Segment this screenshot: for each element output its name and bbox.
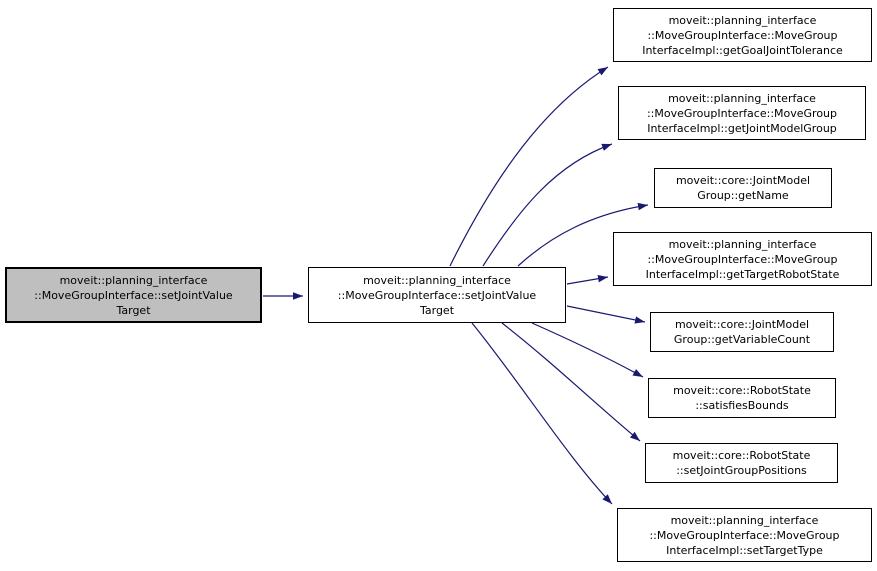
node-get-variable-count[interactable]: moveit::core::JointModel Group::getVaria… [650,312,834,352]
node-set-joint-group-positions[interactable]: moveit::core::RobotState ::setJointGroup… [645,443,838,483]
node-joint-model-group-get-name[interactable]: moveit::core::JointModel Group::getName [654,168,832,208]
node-label-line: ::MoveGroupInterface::setJointValue [337,288,537,302]
node-set-joint-value-target-impl[interactable]: moveit::planning_interface ::MoveGroupIn… [308,267,566,323]
edge-setJointValueTargetImpl-to-setTargetType [471,322,613,505]
node-label-line: ::satisfiesBounds [695,399,789,412]
node-label-line: Target [419,303,455,317]
node-label-line: ::setJointGroupPositions [676,464,807,477]
node-label-line: ::MoveGroupInterface::MoveGroup [646,106,838,120]
node-satisfies-bounds[interactable]: moveit::core::RobotState ::satisfiesBoun… [648,378,836,418]
node-label-line: ::MoveGroupInterface::MoveGroup [647,28,838,42]
node-label-line: InterfaceImpl::setTargetType [666,543,823,557]
node-label-line: moveit::planning_interface [668,91,816,105]
node-label-line: moveit::planning_interface [59,273,208,287]
edge-setJointValueTargetImpl-to-getGoalJointTolerance [449,66,609,267]
node-label-line: moveit::core::JointModel [674,318,810,331]
node-label-line: Group::getVariableCount [673,333,811,346]
node-label-line: moveit::planning_interface [670,513,819,527]
node-get-target-robot-state[interactable]: moveit::planning_interface ::MoveGroupIn… [613,232,872,286]
node-label-line: moveit::core::RobotState [672,449,811,462]
node-get-joint-model-group[interactable]: moveit::planning_interface ::MoveGroupIn… [618,86,866,140]
node-label-line: Group::getName [697,189,789,202]
edge-setJointValueTargetImpl-to-setJointGroupPositions [501,322,641,442]
edge-setJointValueTargetImpl-to-getName [517,202,649,267]
node-label-line: InterfaceImpl::getJointModelGroup [647,121,837,135]
edge-setJointValueTargetImpl-to-getJointModelGroup [482,143,613,267]
edge-setJointValueTargetImpl-to-getVariableCount [566,305,646,324]
node-set-joint-value-target-focus: moveit::planning_interface ::MoveGroupIn… [5,267,262,323]
node-label-line: InterfaceImpl::getTargetRobotState [645,267,840,281]
node-label-line: moveit::planning_interface [668,13,817,27]
node-label-line: ::MoveGroupInterface::setJointValue [34,288,233,302]
node-label-line: InterfaceImpl::getGoalJointTolerance [642,43,843,57]
node-label-line: moveit::core::RobotState [673,384,811,397]
node-label-line: moveit::planning_interface [363,273,511,287]
node-label-line: moveit::core::JointModel [675,174,811,187]
node-label-line: ::MoveGroupInterface::MoveGroup [649,528,840,542]
node-label-line: ::MoveGroupInterface::MoveGroup [647,252,838,266]
node-label-line: moveit::planning_interface [668,237,817,251]
edge-setJointValueTargetImpl-to-getTargetRobotState [566,275,609,285]
node-set-target-type[interactable]: moveit::planning_interface ::MoveGroupIn… [617,508,872,562]
edge-setJointValueTargetImpl-to-satisfiesBounds [531,322,644,378]
node-get-goal-joint-tolerance[interactable]: moveit::planning_interface ::MoveGroupIn… [613,8,872,62]
node-label-line: Target [116,303,151,317]
